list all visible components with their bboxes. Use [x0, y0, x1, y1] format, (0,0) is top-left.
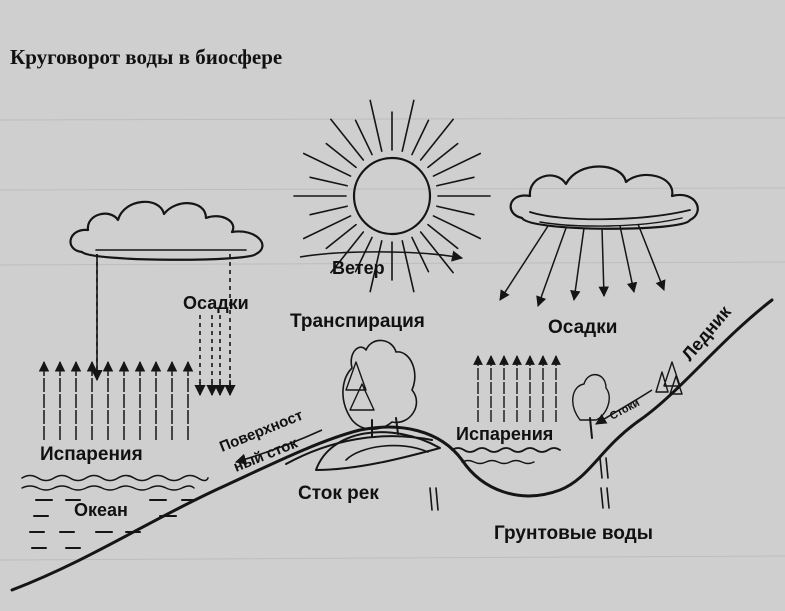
sun-ray: [302, 152, 352, 177]
runoffs-arrow: [595, 389, 653, 425]
cloud-left-icon: [69, 200, 264, 261]
sun-ray: [325, 223, 357, 250]
evaporation-left-arrows: [38, 360, 194, 440]
label-evaporation-right: Испарения: [456, 424, 553, 444]
rain-arrow: [499, 225, 549, 301]
paper-texture: [0, 117, 785, 561]
surface-runoff-arrow: [234, 429, 323, 465]
sun-ray: [427, 223, 459, 250]
rain-arrow: [598, 227, 609, 298]
label-transpiration: Транспирация: [290, 311, 425, 332]
sun-ray: [436, 176, 475, 187]
sun-ray: [419, 118, 454, 161]
rain-arrow: [637, 223, 666, 291]
sun-ray: [369, 99, 383, 152]
groundwater-lines: [429, 457, 610, 511]
terrain-profile: [10, 298, 774, 592]
sun-ray: [309, 176, 348, 187]
label-wind: Ветер: [332, 258, 385, 278]
sun-ray: [401, 240, 415, 293]
rain-arrow: [536, 227, 567, 307]
label-evaporation-left: Испарения: [40, 444, 143, 465]
sun-ray: [411, 119, 430, 156]
diagram-title: Круговорот воды в биосфере: [10, 45, 282, 69]
sun-ray: [432, 152, 482, 177]
sun-ray: [436, 205, 475, 216]
label-groundwater: Грунтовые воды: [494, 523, 653, 544]
rain-arrow: [570, 227, 585, 302]
precipitation-right-arrows: [499, 223, 666, 307]
sun-ray: [432, 215, 482, 240]
label-glacier: Ледник: [678, 301, 736, 364]
precipitation-left-arrows: [91, 254, 236, 397]
sun-ray: [354, 236, 373, 273]
label-precipitation-left: Осадки: [183, 293, 249, 313]
sun-ray: [411, 236, 430, 273]
sun-ray: [354, 119, 373, 156]
sun-ray: [427, 142, 459, 169]
sun-ray: [330, 118, 365, 161]
sun-ray: [309, 205, 348, 216]
ocean-water: [21, 474, 209, 549]
sun-ray: [401, 99, 415, 152]
label-ocean: Океан: [74, 500, 128, 520]
label-runoffs: Стоки: [608, 397, 642, 423]
label-precipitation-right: Осадки: [548, 317, 617, 338]
sun-ray: [369, 240, 383, 293]
label-river-runoff: Сток рек: [298, 483, 379, 504]
trees-icon: [342, 339, 683, 439]
sun-ray: [302, 215, 352, 240]
evaporation-right-arrows: [473, 355, 561, 422]
wind-arrow: [299, 250, 464, 262]
sun-ray: [419, 231, 454, 274]
sun-ray: [325, 142, 357, 169]
cloud-right-icon: [509, 165, 699, 230]
rain-arrow: [619, 225, 638, 294]
